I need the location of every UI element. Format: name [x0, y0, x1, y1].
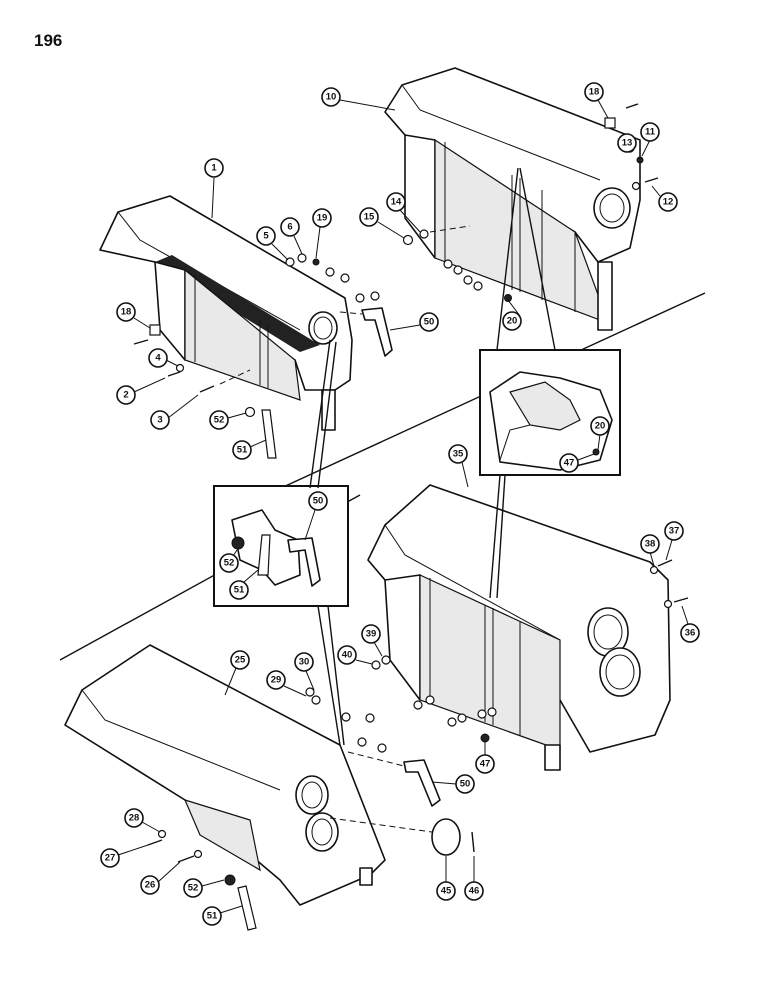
- svg-text:50: 50: [460, 779, 471, 790]
- svg-text:1: 1: [211, 163, 217, 174]
- svg-text:18: 18: [121, 307, 132, 318]
- callout-3: 3: [150, 394, 199, 430]
- svg-text:5: 5: [263, 231, 269, 242]
- callout-10: 10: [321, 87, 396, 111]
- callout-51a: 51: [232, 439, 267, 460]
- svg-text:11: 11: [645, 127, 656, 138]
- callout-2: 2: [116, 377, 166, 405]
- svg-text:29: 29: [271, 675, 282, 686]
- svg-text:52: 52: [188, 883, 199, 894]
- callout-50b: 50: [304, 491, 328, 541]
- fender-part-1: [99, 195, 353, 431]
- svg-text:14: 14: [391, 197, 402, 208]
- callout-20a: 20: [502, 299, 522, 331]
- callout-28: 28: [124, 808, 161, 833]
- svg-text:46: 46: [469, 886, 480, 897]
- svg-text:50: 50: [313, 496, 324, 507]
- svg-text:18: 18: [589, 87, 600, 98]
- fender-part-25: [64, 644, 386, 906]
- svg-text:26: 26: [145, 880, 156, 891]
- svg-text:51: 51: [234, 585, 245, 596]
- callout-27: 27: [100, 844, 149, 868]
- callout-47a: 47: [559, 453, 595, 473]
- fender-part-35: [367, 484, 671, 771]
- svg-text:52: 52: [224, 558, 235, 569]
- callout-51b: 51: [229, 569, 259, 600]
- cover-part-45: [329, 817, 461, 856]
- svg-text:6: 6: [287, 222, 292, 233]
- callout-4: 4: [148, 348, 179, 368]
- callout-13: 13: [617, 133, 637, 153]
- callout-37: 37: [664, 521, 684, 561]
- callout-20b: 20: [590, 416, 610, 451]
- callout-51c: 51: [202, 905, 243, 926]
- svg-text:51: 51: [237, 445, 248, 456]
- svg-text:38: 38: [645, 539, 656, 550]
- svg-text:19: 19: [317, 213, 328, 224]
- callout-12: 12: [651, 185, 678, 212]
- svg-text:47: 47: [564, 458, 575, 469]
- callout-50c: 50: [431, 774, 475, 794]
- handle-part-50-bottom: [347, 751, 441, 807]
- callout-1: 1: [204, 158, 224, 219]
- svg-text:50: 50: [424, 317, 435, 328]
- callout-52b: 52: [219, 549, 239, 573]
- svg-text:4: 4: [155, 353, 161, 364]
- svg-text:20: 20: [507, 316, 518, 327]
- svg-text:20: 20: [595, 421, 606, 432]
- svg-text:40: 40: [342, 650, 353, 661]
- svg-text:15: 15: [364, 212, 375, 223]
- bracket-part-51-bottom: [237, 885, 257, 931]
- svg-text:12: 12: [663, 197, 674, 208]
- svg-text:3: 3: [157, 415, 162, 426]
- callout-15: 15: [359, 207, 405, 239]
- svg-text:25: 25: [235, 655, 246, 666]
- svg-text:28: 28: [129, 813, 140, 824]
- callout-14: 14: [386, 192, 421, 233]
- callout-19: 19: [312, 208, 332, 259]
- bracket-part-51-top: [261, 409, 277, 459]
- fender-part-10: [384, 67, 641, 331]
- svg-text:45: 45: [441, 886, 452, 897]
- svg-text:37: 37: [669, 526, 680, 537]
- svg-text:51: 51: [207, 911, 218, 922]
- callout-45: 45: [436, 856, 456, 901]
- callout-46: 46: [464, 856, 484, 901]
- callout-5: 5: [256, 226, 289, 261]
- inset-leader-lines: [309, 167, 556, 746]
- callout-36: 36: [680, 605, 700, 643]
- svg-text:30: 30: [299, 657, 310, 668]
- callout-26: 26: [140, 861, 181, 895]
- svg-text:39: 39: [366, 629, 377, 640]
- svg-text:2: 2: [123, 390, 128, 401]
- svg-text:36: 36: [685, 628, 696, 639]
- svg-text:10: 10: [326, 92, 337, 103]
- inset-detail-bracket: [479, 349, 621, 476]
- hardware: [133, 103, 689, 886]
- svg-text:35: 35: [453, 449, 464, 460]
- callout-6: 6: [280, 217, 303, 255]
- callout-52c: 52: [183, 878, 225, 898]
- callout-47b: 47: [475, 742, 495, 774]
- callout-25: 25: [224, 650, 250, 696]
- page-number: 196: [34, 31, 62, 50]
- handle-part-50-top: [339, 307, 393, 357]
- callout-40: 40: [337, 645, 373, 665]
- callout-50a: 50: [389, 312, 439, 332]
- callout-38: 38: [640, 534, 660, 567]
- callout-30: 30: [294, 652, 315, 691]
- callout-18a: 18: [584, 82, 609, 119]
- svg-text:52: 52: [214, 415, 225, 426]
- svg-text:13: 13: [622, 138, 633, 149]
- callout-35: 35: [448, 444, 469, 488]
- callout-39: 39: [361, 624, 383, 657]
- callout-29: 29: [266, 670, 307, 697]
- callout-11: 11: [640, 122, 660, 157]
- callout-18b: 18: [116, 302, 151, 329]
- svg-text:27: 27: [105, 853, 116, 864]
- svg-text:47: 47: [480, 759, 491, 770]
- callout-52a: 52: [209, 410, 247, 430]
